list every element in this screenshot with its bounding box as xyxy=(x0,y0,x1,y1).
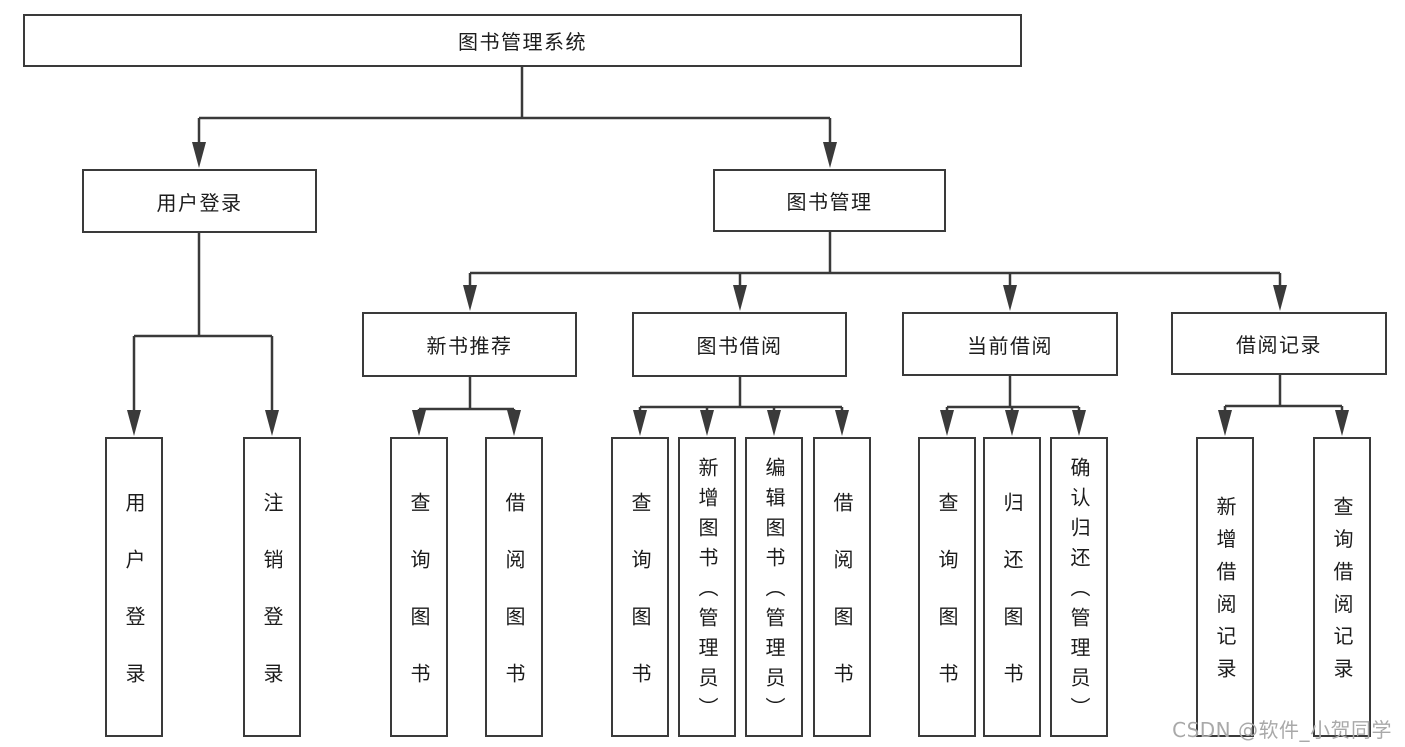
leaf-query-book-current: 查询图书 xyxy=(918,437,976,737)
leaf-label: 编辑图书（管理员） xyxy=(762,457,786,727)
leaf-label: 借阅图书 xyxy=(830,491,854,720)
connector-lines xyxy=(132,66,1344,418)
leaf-query-book-borrow: 查询图书 xyxy=(611,437,669,737)
leaf-label: 借阅图书 xyxy=(502,491,526,720)
leaf-label: 确认归还（管理员） xyxy=(1067,457,1091,727)
leaf-query-book-recommend: 查询图书 xyxy=(390,437,448,737)
node-root: 图书管理系统 xyxy=(23,14,1022,67)
leaf-add-borrow-record: 新增借阅记录 xyxy=(1196,437,1254,737)
leaf-label: 查询图书 xyxy=(407,491,431,720)
leaf-query-borrow-record: 查询借阅记录 xyxy=(1313,437,1371,737)
leaf-user-login: 用户登录 xyxy=(105,437,163,737)
leaf-confirm-return-admin: 确认归还（管理员） xyxy=(1050,437,1108,737)
leaf-label: 查询图书 xyxy=(935,491,959,720)
node-book-management: 图书管理 xyxy=(713,169,946,232)
node-current-borrow: 当前借阅 xyxy=(902,312,1118,376)
leaf-label: 新增图书（管理员） xyxy=(695,457,719,727)
leaf-borrow-book-recommend: 借阅图书 xyxy=(485,437,543,737)
leaf-label: 查询借阅记录 xyxy=(1330,495,1354,691)
leaf-logout: 注销登录 xyxy=(243,437,301,737)
leaf-label: 用户登录 xyxy=(122,491,146,720)
leaf-label: 新增借阅记录 xyxy=(1213,495,1237,691)
leaf-return-book: 归还图书 xyxy=(983,437,1041,737)
leaf-add-book-admin: 新增图书（管理员） xyxy=(678,437,736,737)
leaf-edit-book-admin: 编辑图书（管理员） xyxy=(745,437,803,737)
arrowheads xyxy=(127,142,1349,436)
leaf-borrow-book: 借阅图书 xyxy=(813,437,871,737)
node-new-book-recommend: 新书推荐 xyxy=(362,312,577,377)
watermark: CSDN @软件_小贺同学 xyxy=(1172,718,1392,742)
node-book-borrow: 图书借阅 xyxy=(632,312,847,377)
leaf-label: 归还图书 xyxy=(1000,491,1024,720)
node-borrow-records: 借阅记录 xyxy=(1171,312,1387,375)
leaf-label: 查询图书 xyxy=(628,491,652,720)
node-user-login: 用户登录 xyxy=(82,169,317,233)
leaf-label: 注销登录 xyxy=(260,491,284,720)
